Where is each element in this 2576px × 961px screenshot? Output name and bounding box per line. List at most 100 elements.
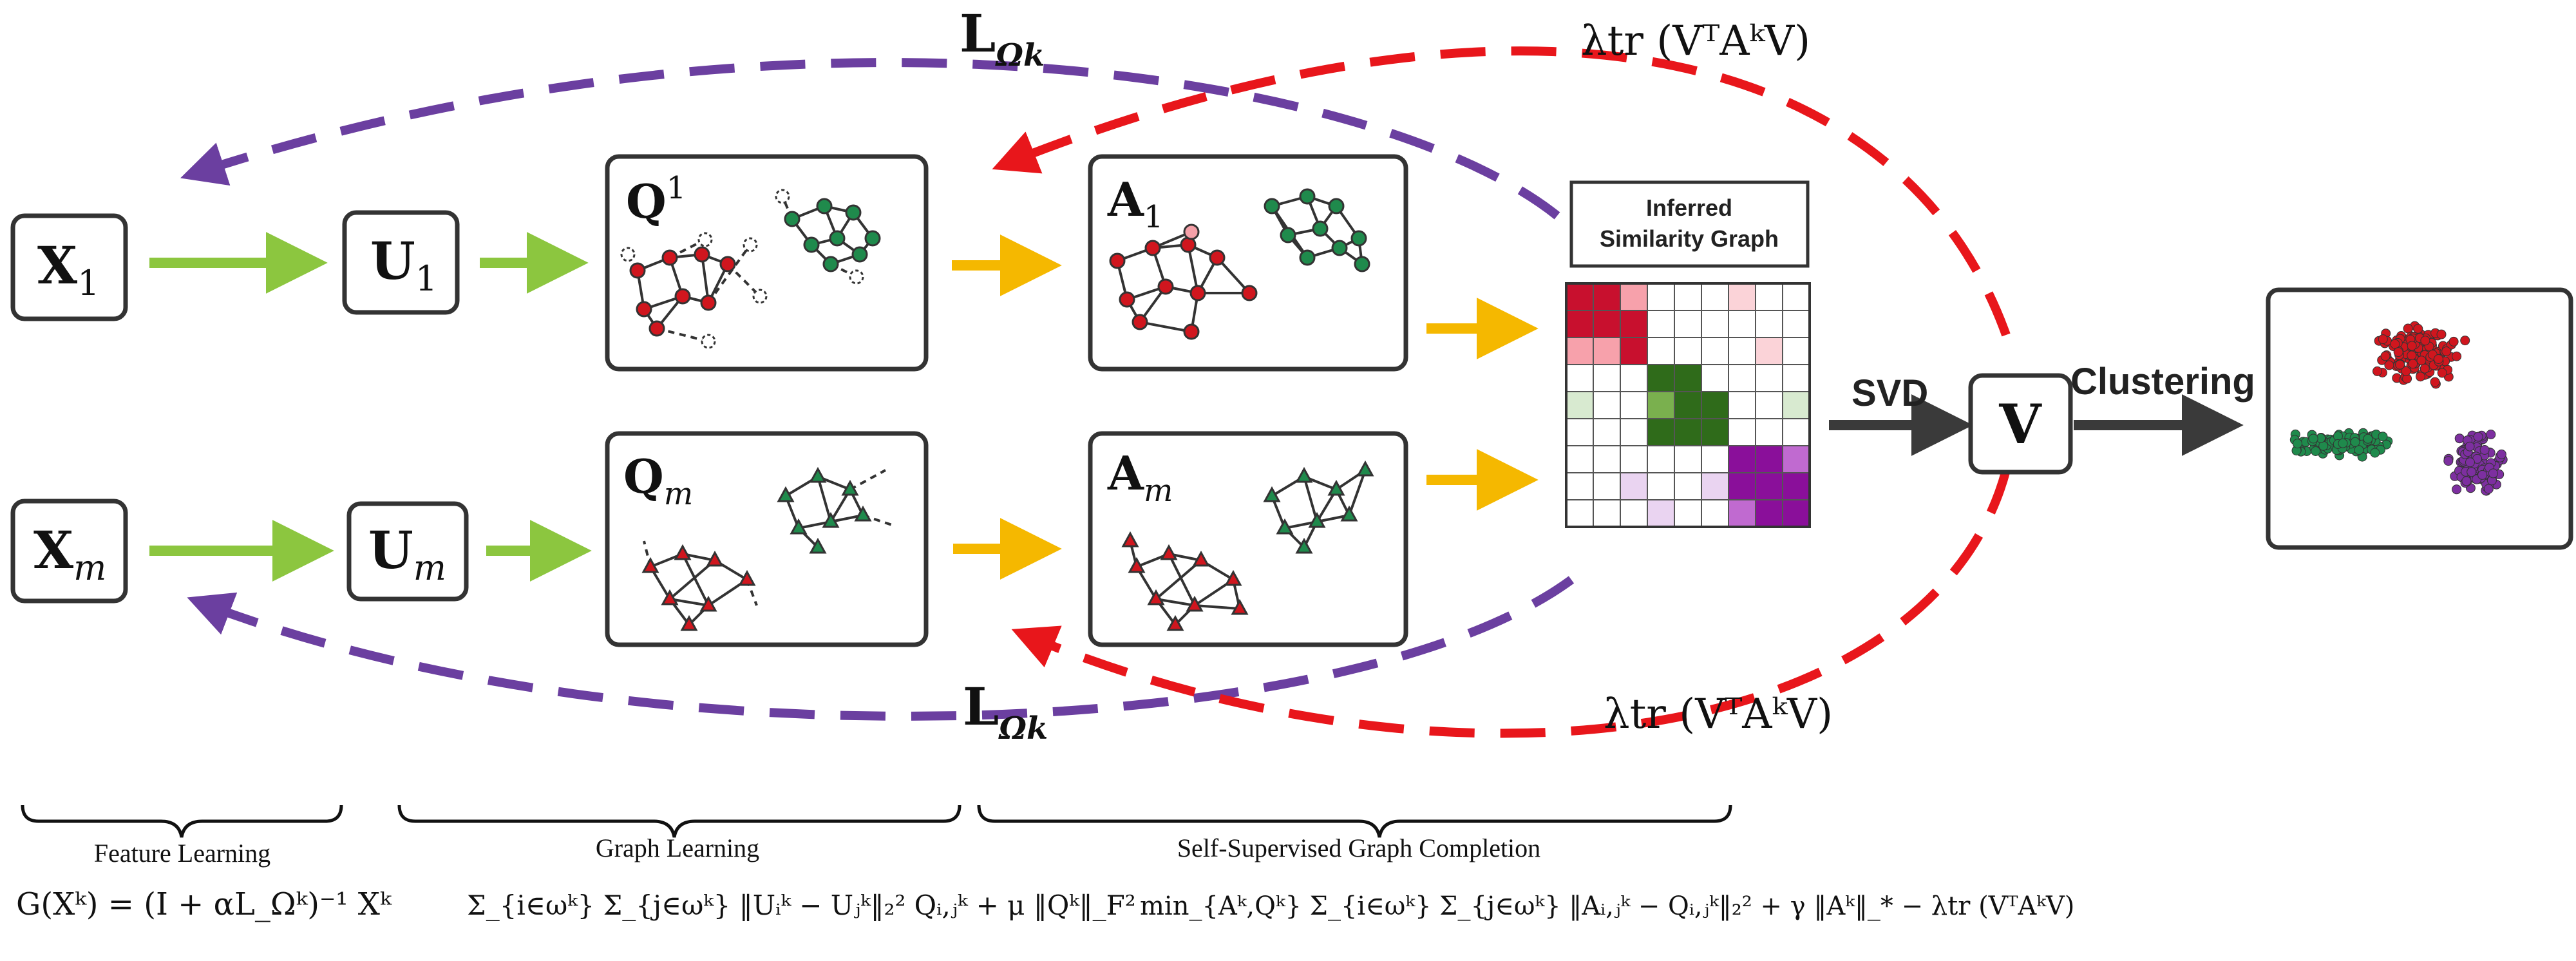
graph-node bbox=[1157, 278, 1174, 295]
red-cluster-point bbox=[2395, 359, 2405, 370]
red-dashed-feedback-top bbox=[992, 46, 2011, 337]
purple-cluster-point bbox=[2496, 449, 2506, 459]
node-xm: Xm bbox=[10, 499, 128, 604]
svg-text:U1: U1 bbox=[370, 231, 437, 299]
red-cluster-point bbox=[2408, 359, 2418, 369]
heatmap-cell bbox=[1782, 418, 1810, 446]
graph-learning-label: Graph Learning bbox=[596, 833, 759, 862]
graph-node bbox=[822, 511, 840, 528]
graph-node bbox=[803, 236, 820, 253]
heatmap-cell bbox=[1647, 283, 1675, 311]
svg-text:Am: Am bbox=[1107, 446, 1173, 509]
red-cluster-point bbox=[2452, 351, 2462, 361]
graph-node bbox=[1328, 198, 1345, 214]
graph-node bbox=[1180, 236, 1197, 253]
heatmap-cell bbox=[1620, 391, 1648, 419]
heatmap-cell bbox=[1566, 337, 1594, 365]
graph-node bbox=[1340, 505, 1358, 522]
similarity-graph-title-line2: Similarity Graph bbox=[1600, 225, 1779, 252]
heatmap-cell bbox=[1755, 337, 1783, 365]
graph-node bbox=[694, 246, 710, 263]
graph-node bbox=[829, 230, 846, 247]
red-dashed-feedback-bottom bbox=[1011, 469, 2011, 738]
graph-completion-label: Self-Supervised Graph Completion bbox=[1177, 833, 1540, 862]
red-cluster-point bbox=[2407, 341, 2417, 351]
graph-node bbox=[1121, 531, 1139, 547]
graph-node bbox=[1166, 614, 1184, 631]
graph-node bbox=[1312, 220, 1329, 237]
node-um: Um bbox=[346, 501, 469, 602]
red-cluster-point bbox=[2460, 336, 2470, 346]
graph-node bbox=[661, 589, 679, 605]
purple-cluster-point bbox=[2477, 470, 2488, 480]
heatmap-cell bbox=[1647, 472, 1675, 500]
brace-graph-completion bbox=[977, 804, 1732, 838]
graph-node bbox=[1263, 486, 1281, 502]
heatmap-cell bbox=[1674, 310, 1702, 338]
similarity-heatmap bbox=[1565, 282, 1811, 528]
brace-feature-learning bbox=[21, 804, 343, 838]
heatmap-cell bbox=[1593, 364, 1621, 392]
graph-node bbox=[784, 211, 800, 227]
clustering-result bbox=[2266, 287, 2573, 550]
green-cluster-point bbox=[2378, 432, 2388, 442]
heatmap-cell bbox=[1566, 445, 1594, 473]
feature-learning-label: Feature Learning bbox=[94, 839, 270, 868]
graph-node bbox=[790, 518, 808, 535]
svg-text:X1: X1 bbox=[37, 235, 99, 303]
svg-text:LΩk: LΩk bbox=[960, 3, 1045, 73]
lambda-trace-label-bottom: λtr (VᵀAᵏV) bbox=[1604, 690, 1833, 738]
graph-node bbox=[1276, 518, 1294, 535]
heatmap-cell bbox=[1647, 499, 1675, 528]
graph-node bbox=[700, 294, 717, 311]
heatmap-cell bbox=[1566, 472, 1594, 500]
graph-node bbox=[1109, 252, 1126, 269]
clustering-label: Clustering bbox=[2070, 361, 2255, 403]
graph-node bbox=[1280, 227, 1296, 243]
heatmap-cell bbox=[1728, 364, 1756, 392]
heatmap-cell bbox=[1755, 499, 1783, 528]
red-cluster-point bbox=[2448, 336, 2459, 347]
red-cluster-point bbox=[2420, 363, 2430, 374]
graph-node bbox=[777, 486, 795, 502]
heatmap-cell bbox=[1566, 283, 1594, 311]
red-cluster-point bbox=[2434, 354, 2443, 364]
graph-node bbox=[661, 249, 678, 266]
svd-label: SVD bbox=[1852, 372, 1928, 414]
red-cluster-point bbox=[2390, 339, 2400, 349]
purple-cluster-point bbox=[2443, 456, 2454, 466]
red-cluster-point bbox=[2378, 334, 2388, 345]
purple-cluster-point bbox=[2467, 467, 2477, 477]
lambda-trace-label-top: λtr (VᵀAᵏV) bbox=[1581, 17, 1810, 65]
purple-cluster-point bbox=[2479, 445, 2490, 455]
heatmap-cell bbox=[1647, 445, 1675, 473]
heatmap-cell bbox=[1566, 499, 1594, 528]
svg-text:V: V bbox=[1998, 392, 2042, 456]
green-cluster-point bbox=[2308, 433, 2318, 444]
graph-node bbox=[1299, 249, 1316, 266]
heatmap-cell bbox=[1620, 472, 1648, 500]
heatmap-cell bbox=[1593, 445, 1621, 473]
heatmap-frame bbox=[1565, 282, 1811, 528]
green-cluster-point bbox=[2363, 433, 2373, 444]
graph-node bbox=[854, 505, 872, 522]
graph-node bbox=[809, 537, 827, 554]
heatmap-cell bbox=[1593, 472, 1621, 500]
graph-node bbox=[674, 544, 692, 560]
heatmap-cell bbox=[1728, 283, 1756, 311]
cluster-scatter bbox=[2289, 321, 2508, 496]
graph-node bbox=[1209, 249, 1226, 266]
purple-cluster-point bbox=[2452, 484, 2462, 495]
node-u1: U1 bbox=[342, 210, 460, 315]
heatmap-cell bbox=[1620, 283, 1648, 311]
red-cluster-point bbox=[2437, 368, 2447, 378]
heatmap-cell bbox=[1755, 472, 1783, 500]
green-cluster-point bbox=[2354, 445, 2364, 455]
green-cluster-point bbox=[2338, 438, 2348, 448]
heatmap-cell bbox=[1620, 445, 1648, 473]
red-cluster-point bbox=[2407, 350, 2417, 361]
heatmap-cell bbox=[1593, 418, 1621, 446]
heatmap-cell bbox=[1728, 472, 1756, 500]
green-cluster-point bbox=[2311, 446, 2321, 456]
red-cluster-point bbox=[2403, 323, 2413, 334]
